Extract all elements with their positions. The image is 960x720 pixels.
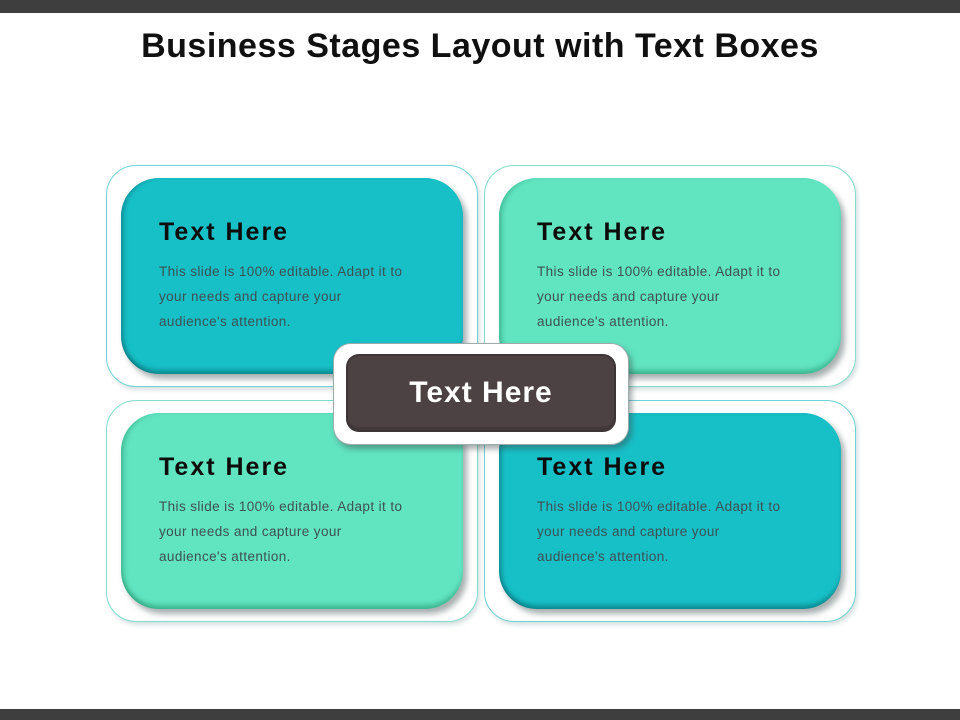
stage-description-line: your needs and capture your: [537, 289, 720, 304]
stage-description-line: This slide is 100% editable. Adapt it to: [537, 264, 781, 279]
bottom-border-bar: [0, 709, 960, 720]
top-border-bar: [0, 0, 960, 13]
stage-card-bottom-left: Text Here This slide is 100% editable. A…: [121, 413, 463, 609]
center-callout-label: Text Here: [409, 376, 553, 409]
stage-description-line: This slide is 100% editable. Adapt it to: [159, 499, 403, 514]
stage-heading: Text Here: [159, 218, 290, 246]
stage-heading: Text Here: [537, 218, 668, 246]
stage-description-line: your needs and capture your: [159, 524, 342, 539]
stage-frame-bottom-left: Text Here This slide is 100% editable. A…: [106, 400, 478, 622]
stage-description-line: audience's attention.: [537, 314, 669, 329]
stage-description: This slide is 100% editable. Adapt it to…: [159, 494, 439, 569]
stage-card-bottom-right: Text Here This slide is 100% editable. A…: [499, 413, 841, 609]
stage-heading: Text Here: [537, 453, 668, 481]
stage-description: This slide is 100% editable. Adapt it to…: [537, 259, 817, 334]
stage-description-line: audience's attention.: [159, 549, 291, 564]
stage-description: This slide is 100% editable. Adapt it to…: [537, 494, 817, 569]
slide-title: Business Stages Layout with Text Boxes: [141, 27, 819, 65]
center-callout: Text Here: [333, 343, 629, 445]
stage-description-line: your needs and capture your: [159, 289, 342, 304]
stage-description-line: audience's attention.: [537, 549, 669, 564]
stage-frame-bottom-right: Text Here This slide is 100% editable. A…: [484, 400, 856, 622]
stage-description-line: your needs and capture your: [537, 524, 720, 539]
stage-card-top-right: Text Here This slide is 100% editable. A…: [499, 178, 841, 374]
stage-card-top-left: Text Here This slide is 100% editable. A…: [121, 178, 463, 374]
stage-description-line: This slide is 100% editable. Adapt it to: [159, 264, 403, 279]
stage-description-line: This slide is 100% editable. Adapt it to: [537, 499, 781, 514]
stage-heading: Text Here: [159, 453, 290, 481]
center-callout-panel: Text Here: [346, 354, 616, 432]
stage-description-line: audience's attention.: [159, 314, 291, 329]
stage-frame-top-left: Text Here This slide is 100% editable. A…: [106, 165, 478, 387]
stage-description: This slide is 100% editable. Adapt it to…: [159, 259, 439, 334]
